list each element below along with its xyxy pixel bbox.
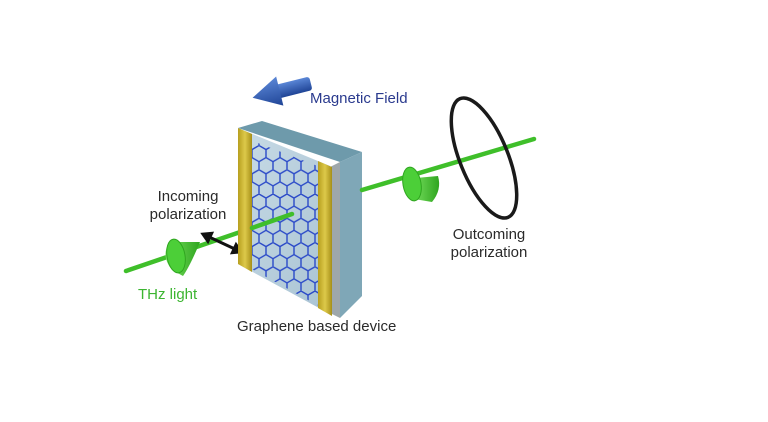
ellipse-ring-icon <box>449 96 519 220</box>
outcoming-cone-icon <box>402 166 440 202</box>
incoming-label-line1: Incoming <box>157 188 219 205</box>
device-label: Graphene based device <box>237 318 397 335</box>
magnetic-field-label: Magnetic Field <box>310 90 408 107</box>
outcoming-polarization-label: Outcoming polarization <box>444 226 534 262</box>
arrow-left-icon <box>252 76 312 106</box>
outcoming-label-line2: polarization <box>450 244 528 261</box>
graphene-device <box>238 121 362 318</box>
incoming-label-line2: polarization <box>149 206 227 223</box>
right-electrode <box>318 161 332 316</box>
thz-beam-through <box>249 211 295 231</box>
thz-beam-right <box>359 136 537 193</box>
thz-light-label: THz light <box>138 286 198 303</box>
device-side <box>340 152 362 318</box>
incoming-cone-icon <box>165 238 200 276</box>
incoming-polarization-label: Incoming polarization <box>148 188 228 224</box>
outcoming-label-line1: Outcoming <box>452 226 526 243</box>
device-top <box>238 121 362 162</box>
left-electrode <box>238 128 252 272</box>
